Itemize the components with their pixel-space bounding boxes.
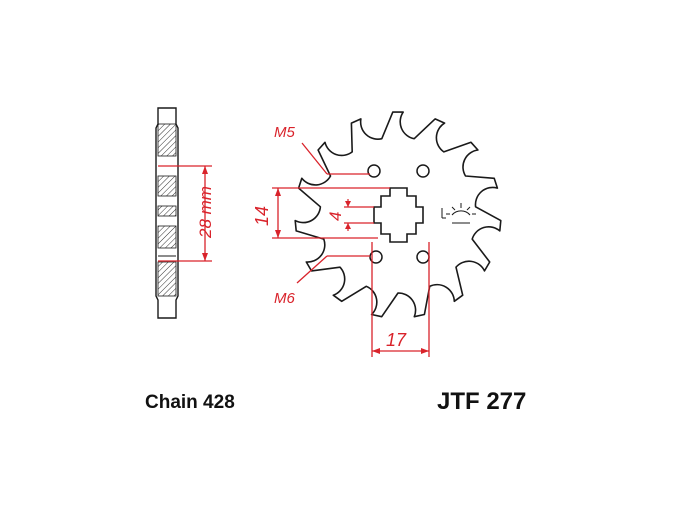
hatch-band-mid-1: [157, 175, 177, 197]
bolt-spacing-vertical-label: 14: [252, 206, 272, 226]
chain-size-label: Chain 428: [145, 392, 235, 413]
hatch-band-bottom: [157, 261, 177, 297]
spline-bore: [373, 187, 424, 243]
thread-top-leader: [301, 142, 370, 175]
thickness-label: 28 mm: [196, 186, 215, 239]
bolt-hole-bottom-right: [416, 250, 430, 264]
hatch-band-top: [157, 123, 177, 157]
rotation-direction-icon: [441, 203, 476, 224]
thread-bottom-leader: [296, 255, 370, 284]
thickness-dimension: [158, 165, 212, 262]
thread-bottom-label: M6: [274, 290, 295, 307]
spline-width-label: 4: [326, 212, 345, 221]
bolt-spacing-horizontal-label: 17: [386, 330, 407, 350]
part-number-label: JTF 277: [437, 388, 527, 415]
bolt-spacing-vertical-dimension: [272, 187, 390, 239]
thread-top-label: M5: [274, 124, 295, 141]
spline-width-dimension: [344, 199, 374, 231]
bolt-spacing-horizontal-dimension: [371, 242, 430, 357]
side-profile-view: [155, 107, 179, 319]
hatch-band-mid-3: [157, 225, 177, 249]
bolt-hole-bottom-left: [369, 250, 383, 264]
bolt-hole-top-right: [416, 164, 430, 178]
hatch-band-mid-2: [157, 205, 177, 217]
bolt-hole-top-left: [367, 164, 381, 178]
